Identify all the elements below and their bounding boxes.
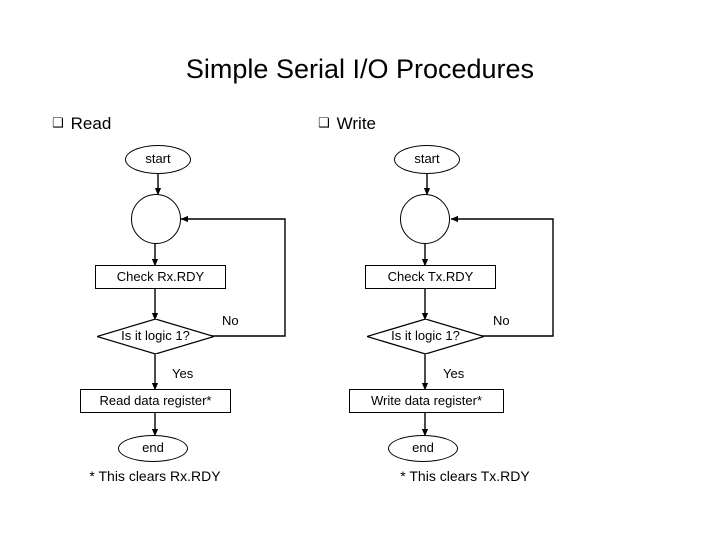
bullet-square-icon: ❑ (318, 116, 330, 131)
page-title: Simple Serial I/O Procedures (185, 54, 535, 84)
diamond-shape-icon (97, 319, 214, 354)
read-end-node[interactable]: end (118, 435, 188, 462)
diamond-shape-icon (367, 319, 484, 354)
write-action-node[interactable]: Write data register* (349, 389, 504, 413)
read-end-label: end (142, 440, 164, 456)
bullet-read: ❑ Read (52, 114, 111, 134)
read-action-node[interactable]: Read data register* (80, 389, 231, 413)
read-start-node[interactable]: start (125, 145, 191, 174)
write-end-node[interactable]: end (388, 435, 458, 462)
read-start-label: start (145, 151, 171, 167)
read-no-label: No (222, 313, 239, 328)
read-check-label: Check Rx.RDY (116, 268, 205, 284)
write-start-label: start (414, 151, 440, 167)
read-decision-node[interactable]: Is it logic 1? (97, 319, 214, 354)
write-check-node[interactable]: Check Tx.RDY (365, 265, 496, 289)
read-action-label: Read data register* (99, 392, 212, 408)
write-junction-node[interactable] (400, 194, 450, 244)
write-start-node[interactable]: start (394, 145, 460, 174)
read-decision-label: Is it logic 1? (121, 328, 190, 344)
write-decision-node[interactable]: Is it logic 1? (367, 319, 484, 354)
read-yes-label: Yes (172, 366, 194, 381)
write-footnote: * This clears Tx.RDY (400, 468, 530, 484)
write-decision-label: Is it logic 1? (391, 328, 460, 344)
bullet-write: ❑ Write (318, 114, 376, 134)
write-check-label: Check Tx.RDY (387, 268, 474, 284)
write-end-label: end (412, 440, 434, 456)
read-junction-node[interactable] (131, 194, 181, 244)
read-check-node[interactable]: Check Rx.RDY (95, 265, 226, 289)
bullet-read-label: Read (70, 114, 112, 133)
bullet-square-icon: ❑ (52, 116, 64, 131)
read-footnote: * This clears Rx.RDY (89, 468, 221, 484)
write-yes-label: Yes (443, 366, 465, 381)
write-no-label: No (493, 313, 510, 328)
write-action-label: Write data register* (370, 392, 483, 408)
bullet-write-label: Write (336, 114, 377, 133)
